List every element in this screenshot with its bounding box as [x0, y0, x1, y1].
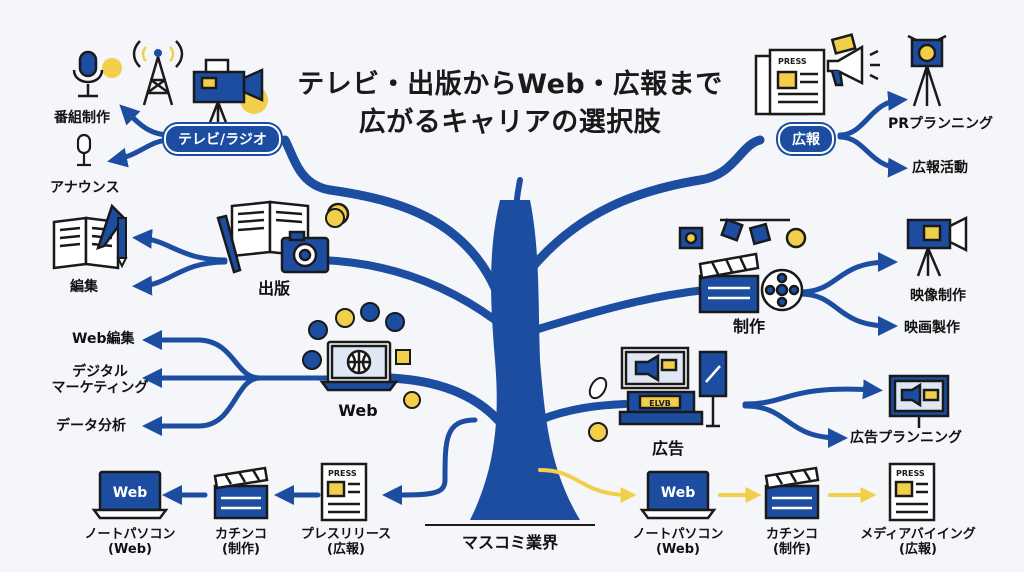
branch-label-web: Web: [338, 401, 378, 420]
item-digital-marketing: デジタル マーケティング: [51, 364, 149, 397]
video-camera-small-icon: [906, 215, 968, 277]
clapperboard-icon: [698, 252, 760, 314]
left-flow-laptop-label: ノートパソコン (Web): [84, 527, 176, 557]
ad-booth-icon: ELVB: [618, 390, 704, 426]
left-flow-press-label: プレスリリース (広報): [300, 527, 392, 557]
sub-branches: [107, 90, 908, 505]
item-pr-activities: 広報活動: [912, 160, 968, 176]
megaphone-icon: [826, 33, 880, 87]
billboard-icon: [620, 346, 690, 390]
presentation-board-icon: [888, 374, 950, 428]
pen-icon: [116, 217, 128, 269]
laptop-globe-icon: [319, 340, 399, 392]
tree-trunk: [470, 200, 580, 520]
right-flow-media-buying-label: メディアバイイング (広報): [860, 527, 976, 557]
item-web-editing: Web編集: [72, 331, 135, 347]
root-label: マスコミ業界: [461, 533, 559, 552]
spotlight-icon: [907, 34, 947, 107]
tree-branches: [280, 135, 765, 425]
branch-pill-pr: 広報: [778, 124, 834, 154]
item-data-analysis: データ分析: [56, 418, 126, 434]
press-text: PRESS: [896, 469, 925, 478]
lemon-icon: [403, 391, 421, 409]
left-laptop-icon: Web: [91, 470, 169, 520]
branch-label-production: 制作: [732, 317, 766, 336]
right-clapperboard-icon: [764, 466, 820, 520]
stage-lights-icon: [678, 218, 807, 250]
page-title: テレビ・出版からWeb・広報まで 広がるキャリアの選択肢: [290, 66, 730, 143]
press-papers-icon: PRESS: [754, 48, 826, 116]
social-media-icons: [302, 302, 411, 370]
press-text: PRESS: [778, 57, 807, 66]
item-program-production: 番組制作: [54, 110, 110, 126]
right-flow-laptop-label: ノートパソコン (Web): [632, 527, 724, 557]
item-announcing: アナウンス: [50, 180, 120, 196]
left-clapperboard-icon: [213, 466, 269, 520]
branch-pill-tv-radio: テレビ/ラジオ: [164, 124, 281, 154]
photo-camera-icon: [280, 230, 330, 274]
title-line-2: 広がるキャリアの選択肢: [358, 107, 662, 139]
item-pr-planning: PRプランニング: [888, 116, 994, 132]
item-film-production: 映画製作: [904, 320, 960, 336]
laptop-screen-text: Web: [661, 485, 695, 501]
title-line-1: テレビ・出版からWeb・広報まで: [297, 69, 723, 100]
video-camera-icon: [192, 58, 268, 139]
right-press-release-icon: PRESS: [888, 462, 936, 522]
microphone-icon: [72, 50, 122, 98]
press-text: PRESS: [328, 469, 357, 478]
notebook-icon: [52, 203, 126, 270]
radio-tower-icon: [132, 40, 184, 106]
branch-label-publishing: 出版: [257, 279, 291, 298]
item-ad-planning: 広告プランニング: [850, 430, 962, 446]
left-press-release-icon: PRESS: [320, 462, 368, 522]
yellow-flow: [538, 468, 877, 503]
laptop-screen-text: Web: [113, 485, 147, 501]
right-flow-clapper-label: カチンコ (制作): [765, 527, 819, 557]
right-laptop-icon: Web: [639, 470, 717, 520]
item-video-production: 映像制作: [910, 288, 966, 304]
booth-text: ELVB: [649, 399, 671, 408]
branch-label-advertising: 広告: [651, 439, 685, 458]
left-flow-clapper-label: カチンコ (制作): [214, 527, 268, 557]
lemon-leaves-decor: [325, 208, 608, 442]
digital-signage-icon: [698, 350, 728, 428]
item-editing: 編集: [70, 279, 98, 295]
film-reel-icon: [760, 268, 804, 312]
microphone-small-icon: [76, 133, 92, 167]
